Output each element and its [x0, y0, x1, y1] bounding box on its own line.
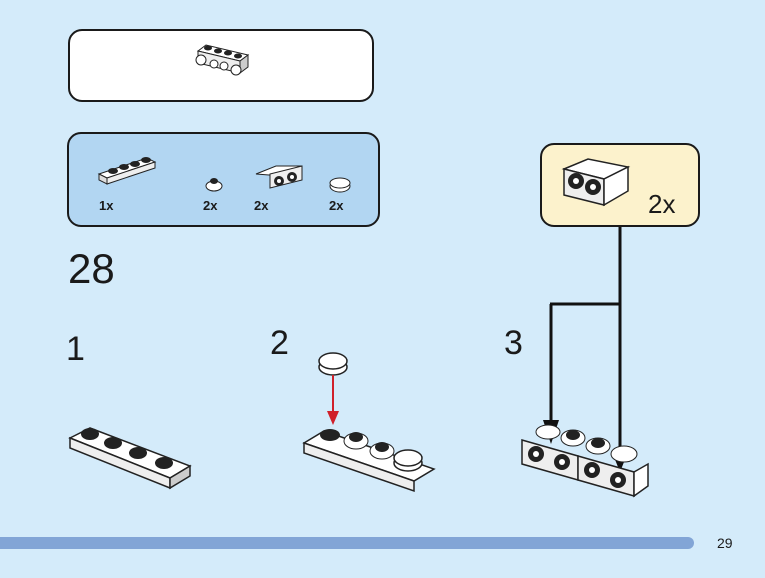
- page-number: 29: [717, 535, 733, 551]
- bracket-1x2-icon: [561, 158, 631, 207]
- sub-assembly-callout: 2x: [540, 143, 700, 227]
- parts-list-box: 1x 2x 2x 2x: [67, 132, 380, 227]
- substep-label: 2: [270, 324, 289, 362]
- part-qty: 2x: [203, 198, 218, 213]
- brackets-attached-icon: [521, 424, 649, 498]
- red-arrow-icon: [327, 411, 339, 425]
- result-preview-box: [68, 29, 374, 102]
- round-plate-1x1-icon: [205, 178, 223, 192]
- brick-1x4-with-side-studs-icon: [195, 44, 250, 76]
- part-qty: 2x: [329, 198, 344, 213]
- part-qty: 1x: [99, 198, 114, 213]
- substep-label: 3: [504, 324, 523, 362]
- plate-1x4-icon: [97, 157, 157, 185]
- round-tile-1x1-icon: [329, 177, 351, 193]
- plate-with-tile-insert-icon: [302, 352, 436, 493]
- sub-assembly-qty: 2x: [648, 189, 676, 219]
- plate-1x4-icon: [68, 427, 192, 490]
- part-qty: 2x: [254, 198, 269, 213]
- step-number: 28: [68, 245, 115, 292]
- substep-label: 1: [66, 330, 85, 368]
- bracket-1x2-icon: [255, 165, 303, 189]
- footer-progress-bar: [0, 537, 694, 549]
